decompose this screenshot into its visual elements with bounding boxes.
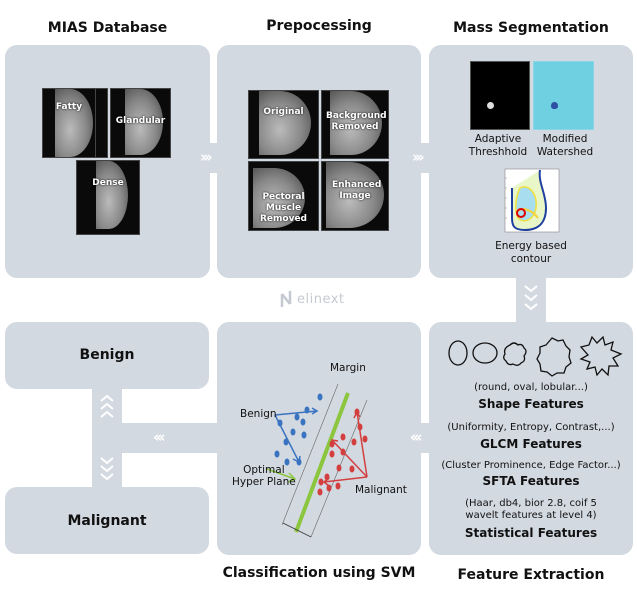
malignant-point [336, 464, 342, 472]
malignant-point [335, 482, 341, 490]
modified-watershed-image [533, 61, 594, 130]
elinext-logo-icon [280, 291, 292, 307]
energy-contour-image [504, 168, 560, 233]
statistical-features-heading: Statistical Features [464, 526, 598, 540]
chevron-right-icon: ››› [200, 148, 212, 166]
benign-outcome-panel [5, 322, 209, 389]
caption-line: Modified [542, 133, 588, 145]
spiculated-shape-icon [579, 335, 623, 377]
benign-point [300, 418, 306, 426]
caption-line: Threshhold [468, 146, 528, 158]
mammogram-enhanced: Enhanced Image [321, 161, 389, 231]
benign-point [284, 458, 290, 466]
malignant-point [349, 465, 355, 473]
svm-benign-label: Benign [240, 408, 277, 420]
elinext-watermark: elinext [280, 290, 345, 308]
benign-point [274, 450, 280, 458]
benign-point [317, 393, 323, 401]
mammogram-pectoral-removed: Pectoral Muscle Removed [248, 161, 319, 231]
mass-segmentation-panel [429, 45, 633, 278]
benign-point [290, 428, 296, 436]
shape-features-description: (round, oval, lobular...) [474, 382, 588, 393]
malignant-outcome-panel [5, 487, 209, 554]
benign-point [301, 431, 307, 439]
round-shape-icon [448, 340, 468, 366]
svm-classification-panel [217, 322, 421, 555]
svm-optimal-hyperplane-label: Optimal Hyper Plane [232, 464, 296, 488]
glcm-features-description: (Uniformity, Entropy, Contrast,...) [447, 422, 615, 433]
mammogram-dense: Dense [76, 160, 140, 235]
mammogram-strip [95, 88, 108, 158]
lobular-shape-icon [503, 342, 527, 366]
malignant-point [329, 450, 335, 458]
benign-point [294, 413, 300, 421]
feature-extraction-panel [429, 322, 633, 555]
glcm-features-heading: GLCM Features [480, 437, 582, 451]
chevron-left-icon: ‹‹‹ [410, 428, 422, 446]
malignant-point [340, 433, 346, 441]
hyperplane-line [294, 392, 350, 533]
hyperplane-label-line: Hyper Plane [232, 476, 296, 488]
malignant-arrows [322, 410, 368, 487]
hyperplane-arrow [266, 468, 297, 483]
statistical-features-description: (Haar, db4, bior 2.8, coif 5 wavelt feat… [430, 498, 632, 522]
caption-line: Adaptive [474, 133, 522, 145]
shape-features-heading: Shape Features [478, 397, 584, 411]
watermark-text: elinext [297, 291, 345, 307]
connector-vertical-outcomes [92, 380, 122, 495]
chevron-left-icon: ‹‹‹ [153, 428, 165, 446]
chevron-right-icon: ››› [412, 148, 424, 166]
mammogram-original: Original [248, 90, 319, 159]
irregular-shape-icon [536, 337, 572, 377]
svm-margin-label: Margin [330, 362, 366, 374]
margin-width-arrow [282, 522, 312, 538]
sfta-features-heading: SFTA Features [482, 474, 580, 488]
malignant-point [326, 484, 332, 492]
chevron-down-icon [100, 457, 114, 481]
malignant-point [317, 488, 323, 496]
malignant-label: Malignant [67, 513, 147, 529]
energy-contour-caption: Energy based contour [480, 240, 582, 266]
caption-line: contour [510, 253, 552, 265]
chevron-down-icon [524, 285, 538, 311]
shape-icons [448, 335, 623, 377]
margin-line-benign [281, 383, 339, 526]
svm-malignant-label: Malignant [355, 484, 407, 496]
description-line: (Haar, db4, bior 2.8, coif 5 [465, 498, 597, 509]
adaptive-threshold-image [470, 61, 530, 130]
classification-title: Classification using SVM [222, 565, 416, 581]
caption-line: Energy based [495, 240, 567, 252]
hyperplane-label-line: Optimal [243, 464, 285, 476]
caption-line: Watershed [536, 146, 594, 158]
mias-database-title: MIAS Database [47, 20, 168, 36]
mass-segmentation-title: Mass Segmentation [453, 20, 609, 36]
sfta-features-description: (Cluster Prominence, Edge Factor...) [441, 460, 621, 471]
mammogram-glandular: Glandular [110, 88, 171, 158]
malignant-point [362, 435, 368, 443]
modified-watershed-caption: Modified Watershed [531, 133, 599, 159]
benign-label: Benign [79, 347, 135, 363]
mammogram-fatty: Fatty [42, 88, 96, 158]
description-line: wavelt features at level 4) [465, 510, 597, 521]
svm-diagram [266, 383, 368, 538]
oval-shape-icon [472, 342, 498, 364]
benign-arrows [274, 407, 319, 464]
malignant-point [318, 478, 324, 486]
chevron-up-icon [100, 394, 114, 418]
feature-extraction-title: Feature Extraction [457, 567, 605, 583]
benign-points [274, 393, 323, 466]
malignant-point [351, 438, 357, 446]
adaptive-threshold-caption: Adaptive Threshhold [463, 133, 533, 159]
mammogram-background-removed: Background Removed [321, 90, 389, 159]
preprocessing-title: Prepocessing [266, 18, 372, 34]
